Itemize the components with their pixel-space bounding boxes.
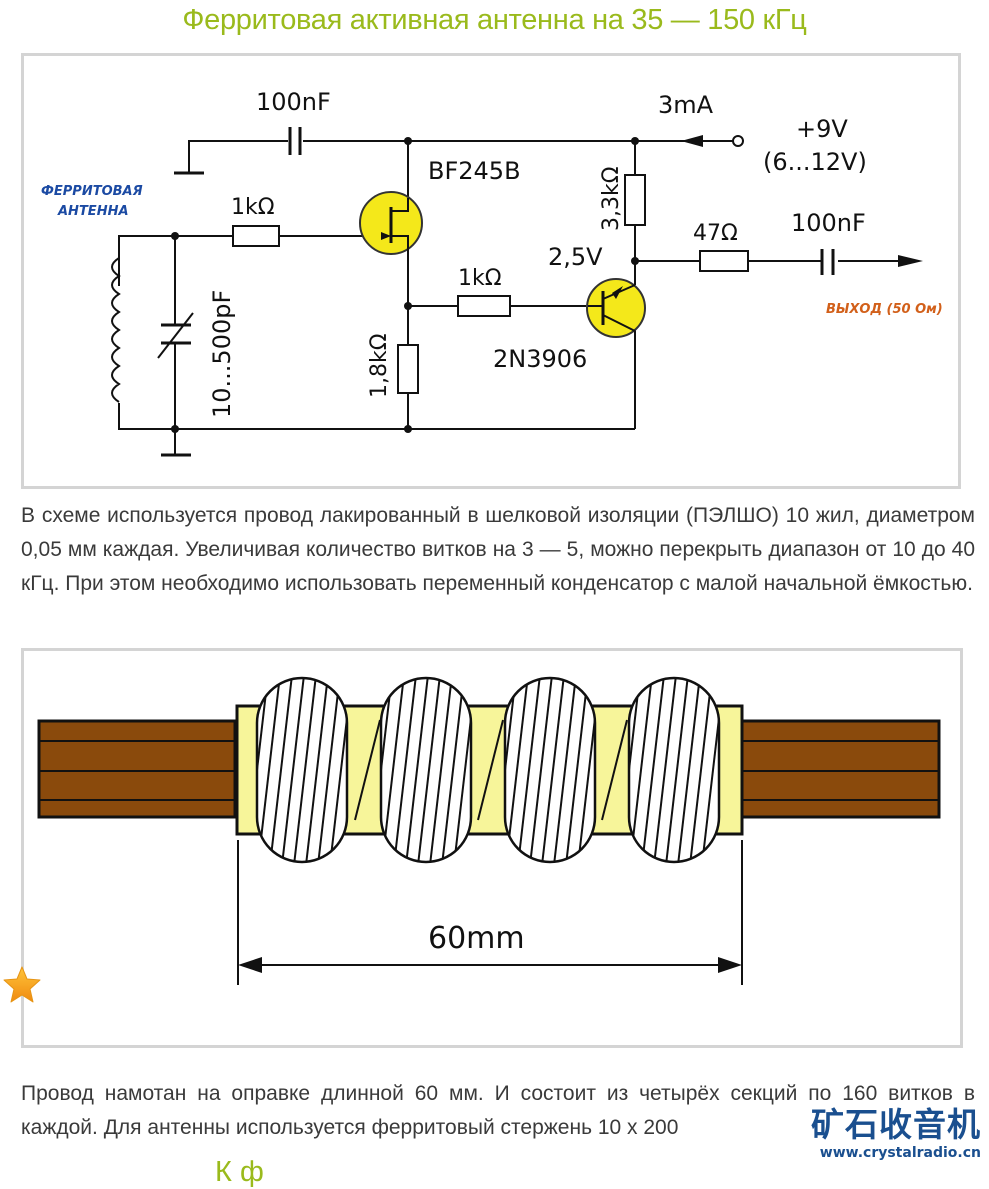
coil-section (379, 676, 473, 864)
resistor-output (699, 250, 749, 272)
current-arrow (681, 135, 703, 147)
label-c-top: 100nF (256, 88, 331, 116)
circuit-diagram: 100nF 1kΩ BF245B 1kΩ 2N3906 2,5V 3mA +9V… (41, 88, 943, 457)
resistor-gate (232, 225, 280, 247)
label-r-collector: 3,3kΩ (599, 166, 624, 231)
watermark: 矿石收音机 www.crystalradio.cn (811, 1105, 981, 1162)
bjt-symbol (586, 278, 646, 338)
ferrite-rod-left (37, 719, 237, 819)
coil-section (627, 676, 721, 864)
dimension-label: 60mm (428, 921, 525, 956)
page-title: Ферритовая активная антенна на 35 — 150 … (182, 4, 807, 36)
coil-drawing: 60mm (37, 676, 941, 985)
label-current: 3mA (658, 91, 714, 119)
label-r-gate: 1kΩ (231, 195, 275, 220)
next-section-heading: К ф (215, 1156, 264, 1188)
label-r-out: 47Ω (693, 221, 738, 246)
label-jfet: BF245B (428, 157, 521, 185)
label-antenna-1: ФЕРРИТОВАЯ (41, 184, 143, 199)
star-icon[interactable] (2, 965, 42, 1005)
label-c-var: 10...500pF (208, 290, 236, 418)
supply-terminal (732, 135, 744, 147)
output-arrow (898, 255, 923, 267)
resistor-collector (624, 174, 646, 226)
watermark-url: www.crystalradio.cn (819, 1145, 981, 1161)
label-v-node: 2,5V (548, 243, 603, 271)
schematic-figure: 100nF 1kΩ BF245B 1kΩ 2N3906 2,5V 3mA +9V… (21, 53, 961, 489)
resistor-source (397, 344, 419, 394)
resistor-base (457, 295, 511, 317)
paragraph-wire-description: В схеме используется провод лакированный… (21, 504, 975, 595)
coil-figure: 60mm (21, 648, 963, 1048)
label-r-base: 1kΩ (458, 266, 502, 291)
ferrite-rod-right (740, 719, 941, 819)
label-r-source: 1,8kΩ (367, 333, 392, 398)
paragraph-coil-description: Провод намотан на оправке длинной 60 мм.… (21, 1082, 975, 1139)
label-output: ВЫХОД (50 Ом) (826, 302, 943, 317)
label-supply-range: (6...12V) (763, 148, 867, 176)
label-bjt: 2N3906 (493, 345, 587, 373)
label-c-out: 100nF (791, 209, 866, 237)
label-supply: +9V (796, 115, 848, 143)
watermark-logo: 矿石收音机 (811, 1105, 981, 1144)
wire-top-left (188, 140, 288, 173)
label-antenna-2: АНТЕННА (57, 204, 129, 219)
